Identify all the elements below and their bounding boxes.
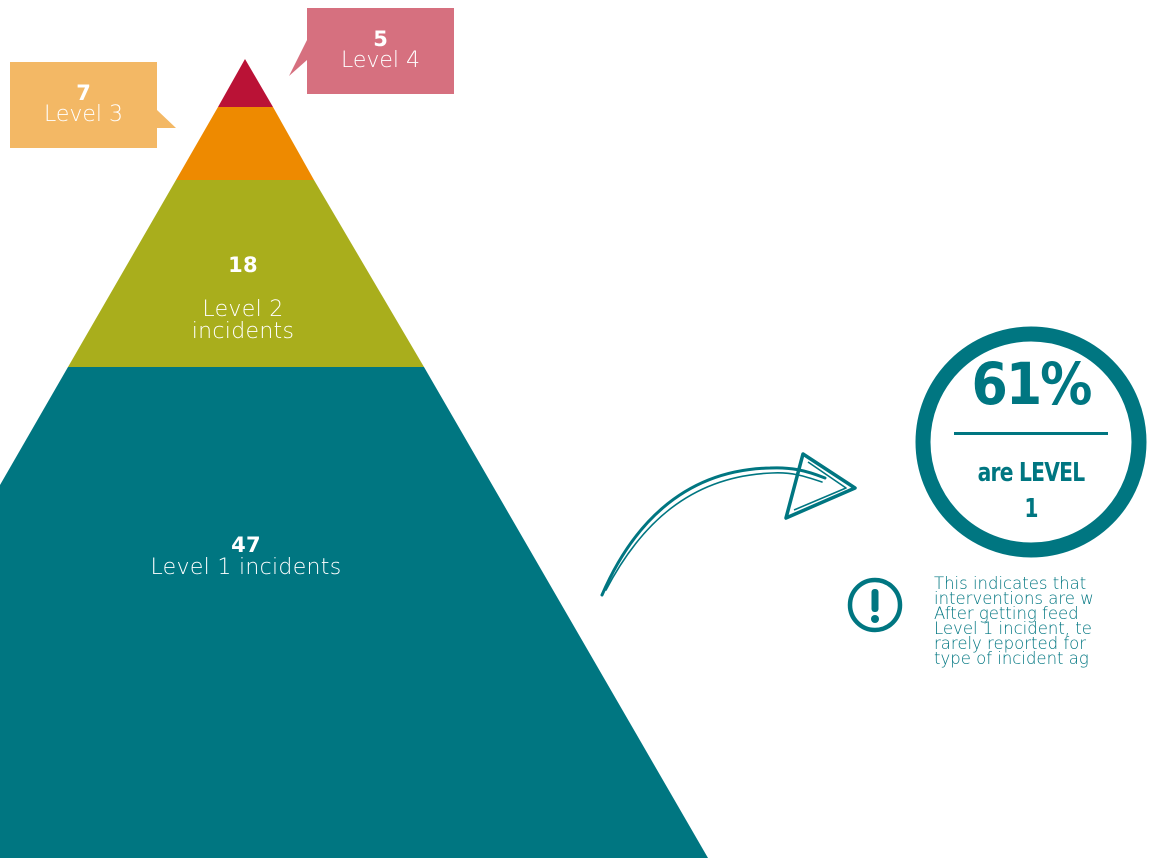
curved-arrow-icon — [600, 452, 857, 597]
incident-pyramid — [0, 8, 708, 858]
callout-level-3: 7 Level 3 — [10, 82, 157, 126]
level-1-label: Level 1 incidents — [150, 555, 342, 580]
note-text: This indicates that interventions are w … — [934, 574, 1094, 668]
callout-level-3-box — [10, 62, 176, 148]
level-2-label: Level 2 incidents — [191, 297, 295, 344]
stat-ring — [915, 326, 1147, 558]
level-4-count: 5 — [373, 27, 388, 51]
level-3-label: Level 3 — [43, 102, 124, 127]
callout-level-4-box — [289, 8, 454, 94]
stat-divider — [954, 432, 1108, 435]
tier-level-3 — [176, 107, 314, 180]
level-4-label: Level 4 — [340, 48, 421, 73]
level-1-count: 47 — [231, 533, 261, 557]
level-3-count: 7 — [76, 81, 91, 105]
stat-caption: are LEVEL 1 — [977, 458, 1086, 524]
level-2-count: 18 — [228, 253, 258, 277]
stat-percent: 61% — [971, 350, 1093, 418]
level-2-label-block: 18 Level 2 incidents — [143, 232, 343, 343]
tier-level-1 — [0, 367, 708, 858]
level-1-label-block: 47 Level 1 incidents — [96, 534, 396, 579]
callout-level-4: 5 Level 4 — [307, 28, 454, 72]
exclamation-icon — [847, 577, 903, 633]
tier-level-4 — [218, 59, 273, 107]
tier-level-2 — [68, 180, 424, 367]
